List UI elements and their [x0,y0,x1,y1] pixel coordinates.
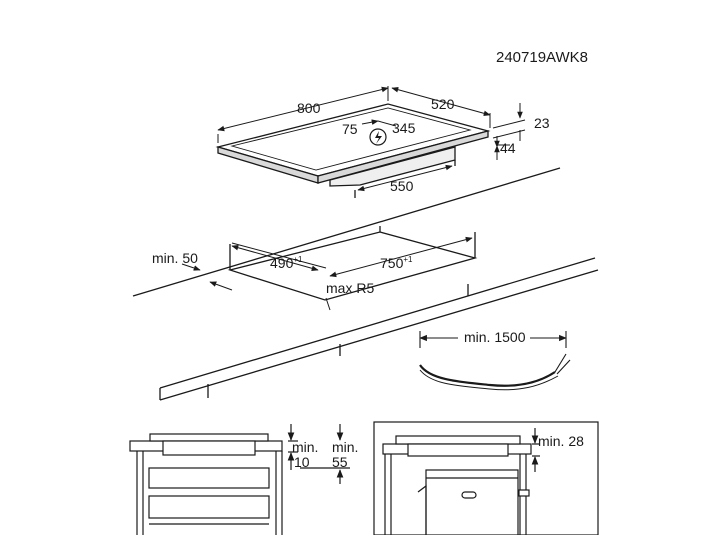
hob-depth-label: 520 [431,96,455,112]
cable [419,364,556,387]
section-drawer [129,424,350,535]
cutout-width-tolerance: +1 [403,255,413,264]
hob-view [215,103,491,198]
cutout-depth-label: 490+1 [270,255,303,271]
hob-dimension-lines [217,86,526,192]
base-width-label: 550 [390,178,414,194]
min-edge-distance-label: min. 50 [152,250,198,266]
section-drawer-labels: min. 10 min. 55 [292,439,358,470]
hob-width-label: 800 [297,100,321,116]
cutout-width-label: 750+1 [380,255,413,271]
cable-offset-left-label: 75 [342,121,358,137]
min-gap-b-value: 55 [332,454,348,470]
total-height-label: 44 [500,140,516,156]
cutout-dimension-lines [181,236,473,311]
min-gap-b-label: min. [332,439,358,455]
min-gap-a-label: min. [292,439,318,455]
cable-length-label: min. 1500 [464,329,526,345]
cutout-width-value: 750 [380,255,404,271]
min-gap-a-value: 10 [294,454,310,470]
cable-offset-right-label: 345 [392,120,416,136]
drawing-code: 240719AWK8 [496,49,588,66]
power-connection-icon [369,128,387,146]
glass-thickness-label: 23 [534,115,550,131]
corner-radius-label: max R5 [326,280,374,296]
section-oven [373,421,599,536]
cutout-dimension-labels: min. 50 490+1 750+1 max R5 [152,250,413,296]
cable-drawing [419,331,571,391]
cutout-depth-value: 490 [270,255,294,271]
hob-dimension-labels: 800 520 75 345 23 44 550 [297,96,550,194]
oven-min-gap-label: min. 28 [538,433,584,449]
cutout-depth-tolerance: +1 [293,255,303,264]
